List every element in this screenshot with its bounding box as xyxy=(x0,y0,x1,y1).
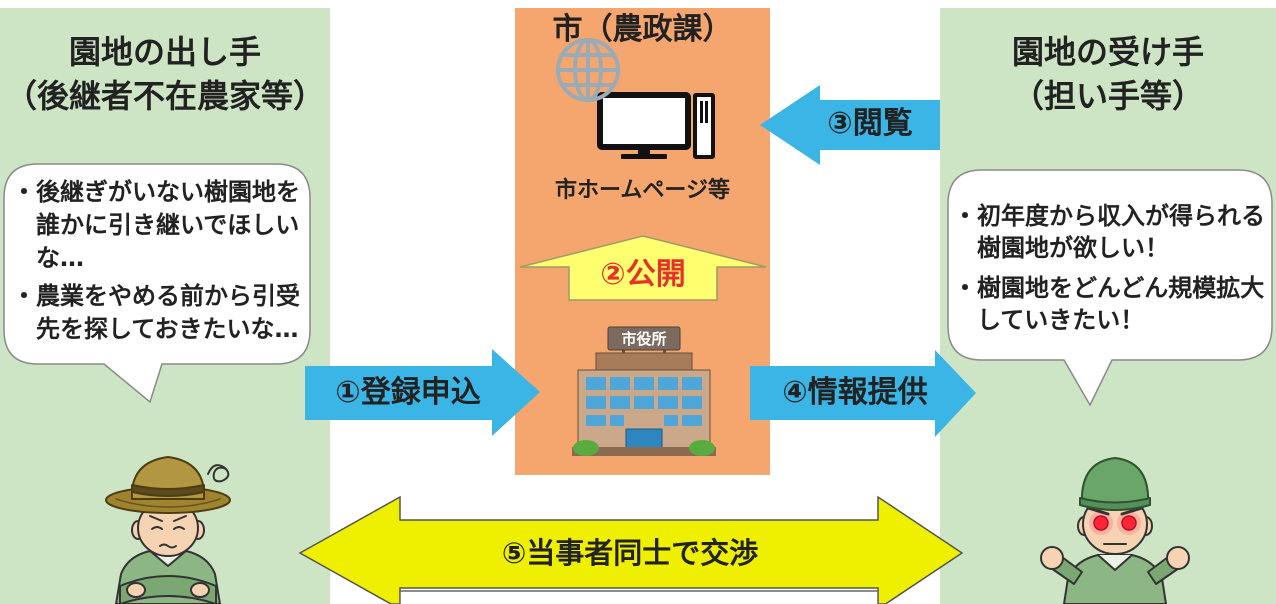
bubble-line: 誰かに引き継いでほしい xyxy=(36,211,300,239)
worried-farmer-illustration xyxy=(105,456,231,604)
register-step-label: ①登録申込 xyxy=(335,375,481,410)
bullet: ・ xyxy=(12,282,36,310)
left-party-title: 園地の出し手 xyxy=(68,33,261,71)
left-party-subtitle: （後継者不在農家等） xyxy=(4,77,325,115)
bubble-line: 農業をやめる前から引受 xyxy=(36,282,300,310)
city-hall-sign xyxy=(607,326,681,351)
bottom-box xyxy=(399,590,879,604)
right-bubble-item: ・ 樹園地をどんどん規模拡大 していきたい！ xyxy=(953,272,1265,336)
left-bubble-item: ・ 農業をやめる前から引受 先を探しておきたいな… xyxy=(12,280,300,346)
city-hall-building-icon: 市役所 xyxy=(572,326,716,456)
bubble-line: な… xyxy=(36,244,84,272)
green-cap xyxy=(1080,457,1150,505)
website-label: 市ホームページ等 xyxy=(555,178,730,203)
globe-icon xyxy=(556,38,620,102)
bullet: ・ xyxy=(12,178,36,206)
right-party-title: 園地の受け手 xyxy=(1011,33,1204,71)
negotiate-double-arrow xyxy=(298,495,964,604)
right-bubble-text: ・ 初年度から収入が得られる 樹園地が欲しい！ ・ 樹園地をどんどん規模拡大 し… xyxy=(953,200,1265,336)
left-speech-bubble xyxy=(3,163,311,404)
publish-step-label: ②公開 xyxy=(600,257,686,292)
glowing-eye xyxy=(1121,515,1137,531)
browse-step-label: ③閲覧 xyxy=(827,106,913,141)
building-windows xyxy=(586,377,702,426)
bubble-line: 樹園地が欲しい！ xyxy=(977,234,1169,262)
bullet: ・ xyxy=(953,274,977,302)
provide-info-arrow xyxy=(750,350,976,437)
desktop-computer-icon xyxy=(597,92,715,159)
right-party-subtitle: （担い手等） xyxy=(1011,77,1204,115)
glowing-eye xyxy=(1093,515,1109,531)
city-office-title: 市（農政課） xyxy=(552,12,733,47)
bubble-line: 先を探しておきたいな… xyxy=(36,315,299,343)
building-entrance xyxy=(625,428,663,449)
left-bubble-item: ・ 後継ぎがいない樹園地を 誰かに引き継いでほしい な… xyxy=(12,176,300,275)
browse-arrow xyxy=(760,85,940,165)
city-hall-sign-label: 市役所 xyxy=(621,330,666,348)
bubble-line: 初年度から収入が得られる xyxy=(977,202,1265,230)
register-arrow xyxy=(305,349,540,436)
left-bubble-text: ・ 後継ぎがいない樹園地を 誰かに引き継いでほしい な… ・ 農業をやめる前から… xyxy=(12,176,300,346)
right-speech-bubble xyxy=(947,169,1273,407)
provide-info-step-label: ④情報提供 xyxy=(782,375,928,410)
worry-squiggle xyxy=(207,464,230,483)
negotiate-step-label: ⑤当事者同士で交渉 xyxy=(501,536,759,570)
bubble-line: していきたい！ xyxy=(977,306,1145,334)
publish-arrow xyxy=(519,235,767,301)
right-bubble-item: ・ 初年度から収入が得られる 樹園地が欲しい！ xyxy=(953,200,1265,264)
bubble-line: 後継ぎがいない樹園地を xyxy=(36,178,300,206)
eager-farmer-illustration xyxy=(1040,457,1190,604)
bullet: ・ xyxy=(953,202,977,230)
bubble-line: 樹園地をどんどん規模拡大 xyxy=(977,274,1265,302)
